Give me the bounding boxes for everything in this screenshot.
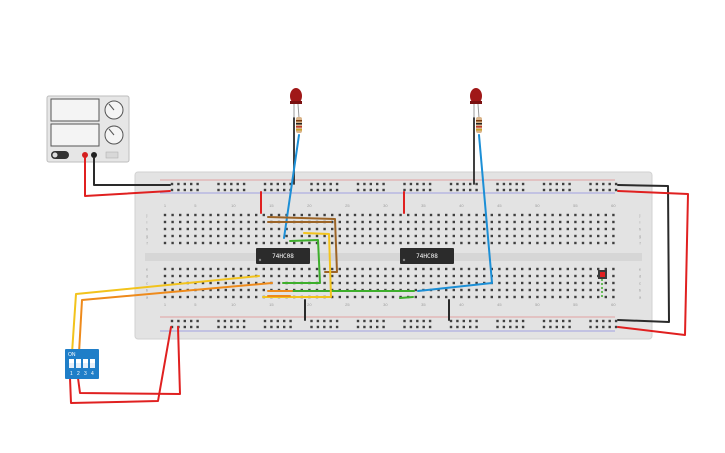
column-number: 30 bbox=[383, 302, 388, 307]
row-letter: b bbox=[639, 288, 642, 293]
resistor-left[interactable] bbox=[296, 117, 302, 133]
column-number: 60 bbox=[611, 203, 616, 208]
dip-position-1: 1 bbox=[70, 371, 73, 377]
row-letter: f bbox=[639, 241, 641, 246]
wire-orange-1[interactable] bbox=[78, 282, 273, 354]
dip-switch[interactable]: ON 1 2 3 4 bbox=[65, 349, 99, 379]
wire-black-right-loop[interactable] bbox=[617, 184, 670, 323]
column-number: 20 bbox=[307, 302, 312, 307]
column-number: 15 bbox=[269, 203, 274, 208]
chip-label: 74HC08 bbox=[272, 253, 294, 260]
row-letter: e bbox=[146, 267, 149, 272]
row-letter: i bbox=[147, 220, 148, 225]
row-letter: j bbox=[639, 213, 641, 218]
breadboard-holes[interactable] bbox=[163, 182, 618, 329]
dip-toggle-3[interactable] bbox=[83, 359, 88, 368]
column-number: 40 bbox=[459, 203, 464, 208]
column-number: 35 bbox=[421, 203, 426, 208]
wire-red-dip-2[interactable] bbox=[77, 326, 181, 395]
row-letter: e bbox=[639, 267, 642, 272]
row-letter: h bbox=[146, 227, 148, 232]
column-number: 30 bbox=[383, 203, 388, 208]
column-number: 55 bbox=[573, 203, 578, 208]
resistor-right[interactable] bbox=[476, 117, 482, 133]
column-number: 25 bbox=[345, 302, 350, 307]
led-right[interactable] bbox=[470, 88, 482, 119]
row-letter: c bbox=[146, 281, 148, 286]
column-numbers: 1155101015152020252530303535404045455050… bbox=[164, 203, 617, 307]
dip-toggle-4[interactable] bbox=[90, 359, 95, 368]
chip-74hc08-right[interactable]: 74HC08 bbox=[400, 248, 454, 264]
column-number: 45 bbox=[497, 302, 502, 307]
led-left[interactable] bbox=[290, 88, 302, 119]
row-letter: b bbox=[146, 288, 149, 293]
row-letter: a bbox=[146, 295, 149, 300]
row-letter: j bbox=[146, 213, 148, 218]
chip-74hc08-left[interactable]: 74HC08 bbox=[256, 248, 310, 264]
column-number: 50 bbox=[535, 302, 540, 307]
column-number: 55 bbox=[573, 302, 578, 307]
positive-terminal[interactable] bbox=[82, 152, 88, 158]
chip-label: 74HC08 bbox=[416, 253, 438, 260]
dip-on-label: ON bbox=[68, 352, 76, 358]
wire-yellow-left-chip[interactable] bbox=[262, 232, 332, 298]
column-number: 1 bbox=[164, 203, 167, 208]
column-number: 10 bbox=[231, 203, 236, 208]
row-letter: c bbox=[639, 281, 641, 286]
row-letter: g bbox=[639, 234, 641, 239]
column-number: 20 bbox=[307, 203, 312, 208]
row-letter: g bbox=[146, 234, 148, 239]
wire-black-supply[interactable] bbox=[93, 157, 171, 186]
dip-toggle-1[interactable] bbox=[69, 359, 74, 368]
column-number: 5 bbox=[194, 203, 197, 208]
wire-green-1[interactable] bbox=[282, 239, 321, 284]
column-number: 45 bbox=[497, 203, 502, 208]
column-number: 40 bbox=[459, 302, 464, 307]
row-letter: d bbox=[146, 274, 148, 279]
row-letter: d bbox=[639, 274, 641, 279]
wire-blue-left[interactable] bbox=[283, 134, 300, 239]
column-number: 1 bbox=[164, 302, 167, 307]
dip-position-2: 2 bbox=[77, 371, 80, 377]
column-number: 50 bbox=[535, 203, 540, 208]
row-letter: h bbox=[639, 227, 641, 232]
dip-position-4: 4 bbox=[91, 371, 94, 377]
breadboard[interactable]: 1155101015152020252530303535404045455050… bbox=[134, 171, 653, 340]
wires[interactable] bbox=[69, 117, 689, 404]
row-letter: i bbox=[640, 220, 641, 225]
row-letter: a bbox=[639, 295, 642, 300]
column-number: 5 bbox=[194, 302, 197, 307]
wire-red-supply[interactable] bbox=[84, 157, 171, 197]
wire-yellow-dip-1[interactable] bbox=[71, 275, 260, 354]
column-number: 60 bbox=[611, 302, 616, 307]
column-number: 15 bbox=[269, 302, 274, 307]
column-number: 10 bbox=[231, 302, 236, 307]
dip-toggle-2[interactable] bbox=[76, 359, 81, 368]
wire-blue-right[interactable] bbox=[417, 134, 493, 292]
wire-red-dip-1[interactable] bbox=[69, 326, 172, 404]
power-supply[interactable] bbox=[46, 95, 130, 163]
column-number: 25 bbox=[345, 203, 350, 208]
wire-red-right-loop[interactable] bbox=[617, 190, 689, 336]
dip-position-3: 3 bbox=[84, 371, 87, 377]
pushbutton-component[interactable] bbox=[598, 270, 607, 298]
column-number: 35 bbox=[421, 302, 426, 307]
row-letter: f bbox=[146, 241, 148, 246]
wire-green-3[interactable] bbox=[399, 296, 414, 299]
negative-terminal[interactable] bbox=[91, 152, 97, 158]
